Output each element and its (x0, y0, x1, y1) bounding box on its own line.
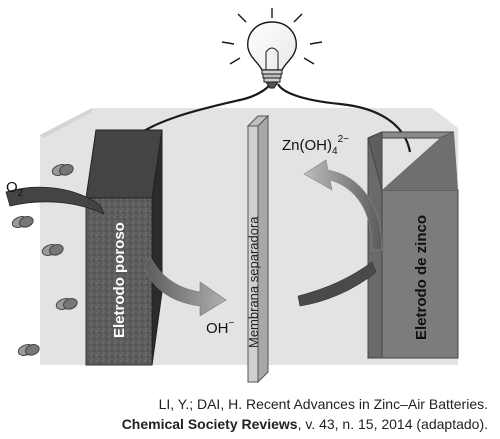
o2-label: O2 (6, 179, 24, 199)
zinc-electrode (367, 131, 459, 359)
zincate-flow-arrow (303, 159, 383, 251)
hydroxide-label: OH− (206, 318, 235, 337)
caption-citation: LI, Y.; DAI, H. Recent Advances in Zinc–… (158, 396, 488, 412)
o2-flow-arrow (5, 186, 105, 215)
light-bulb-icon (221, 8, 323, 89)
separator-label: Membrana separadora (246, 216, 261, 348)
zincate-label: Zn(OH)42− (282, 134, 349, 157)
porous-electrode (85, 129, 163, 366)
porous-electrode-label: Eletrodo poroso (111, 222, 128, 338)
zincate-lower-arc (297, 261, 377, 307)
caption-journal-line: Chemical Society Reviews, v. 43, n. 15, … (0, 416, 488, 432)
caption-journal-details: , v. 43, n. 15, 2014 (adaptado). (297, 416, 488, 432)
zinc-electrode-label: Eletrodo de zinco (413, 215, 430, 340)
zinc-air-battery-diagram: O2 OH− Zn(OH)42− Eletrodo poroso Membran… (5, 8, 459, 384)
hydroxide-flow-arrow (143, 255, 227, 317)
oxygen-bubbles (11, 164, 78, 356)
separator-membrane (246, 114, 270, 384)
caption-journal-name: Chemical Society Reviews (121, 416, 298, 432)
